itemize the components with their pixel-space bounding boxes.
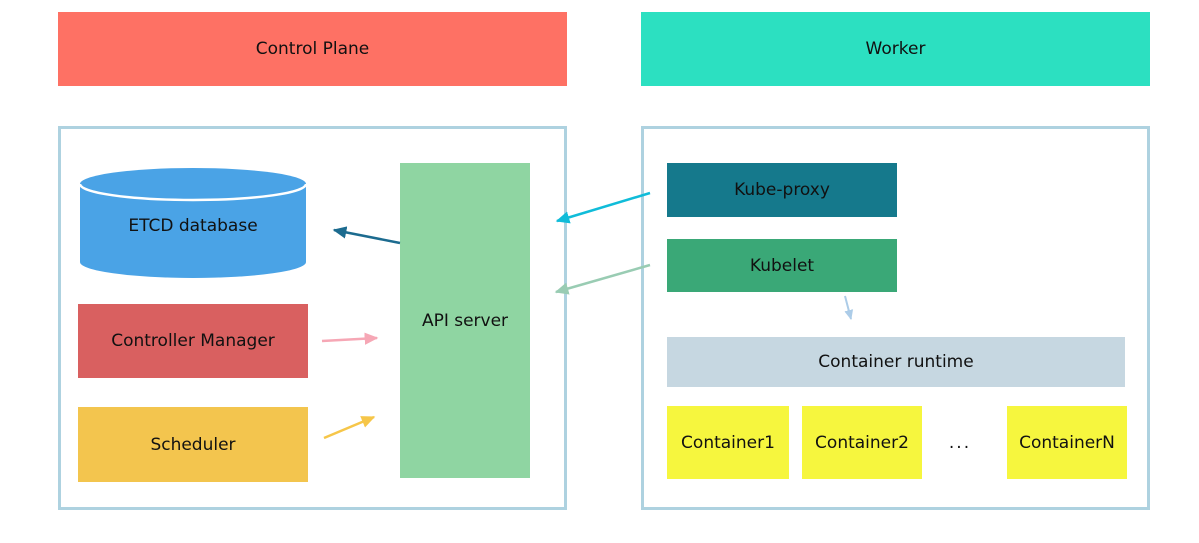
worker-banner-label: Worker	[865, 39, 926, 59]
worker-banner: Worker	[641, 12, 1150, 86]
api-server-label: API server	[421, 310, 509, 331]
etcd-database: ETCD database	[78, 166, 308, 280]
container-2-label: Container2	[815, 432, 909, 453]
api-server-block: API server	[400, 163, 530, 478]
control-plane-banner: Control Plane	[58, 12, 567, 86]
kube-proxy-block: Kube-proxy	[667, 163, 897, 217]
controller-manager-label: Controller Manager	[111, 331, 275, 351]
kube-proxy-label: Kube-proxy	[734, 180, 830, 200]
control-plane-banner-label: Control Plane	[255, 39, 370, 59]
container-n-label: ContainerN	[1019, 432, 1115, 453]
containers-ellipsis: ...	[928, 406, 992, 479]
scheduler-block: Scheduler	[78, 407, 308, 482]
container-2-block: Container2	[802, 406, 922, 479]
arrow-kube-proxy-to-api-server	[555, 191, 651, 224]
kubelet-block: Kubelet	[667, 239, 897, 292]
container-1-label: Container1	[681, 432, 775, 453]
etcd-database-label: ETCD database	[128, 216, 258, 236]
scheduler-label: Scheduler	[150, 434, 236, 455]
container-runtime-label: Container runtime	[818, 352, 974, 372]
container-1-block: Container1	[667, 406, 789, 479]
container-runtime-block: Container runtime	[667, 337, 1125, 387]
arrow-kubelet-to-api-server	[554, 263, 651, 295]
kubelet-label: Kubelet	[749, 255, 815, 276]
database-cylinder-icon	[78, 168, 308, 278]
container-n-block: ContainerN	[1007, 406, 1127, 479]
controller-manager-block: Controller Manager	[78, 304, 308, 378]
containers-ellipsis-text: ...	[948, 432, 972, 453]
